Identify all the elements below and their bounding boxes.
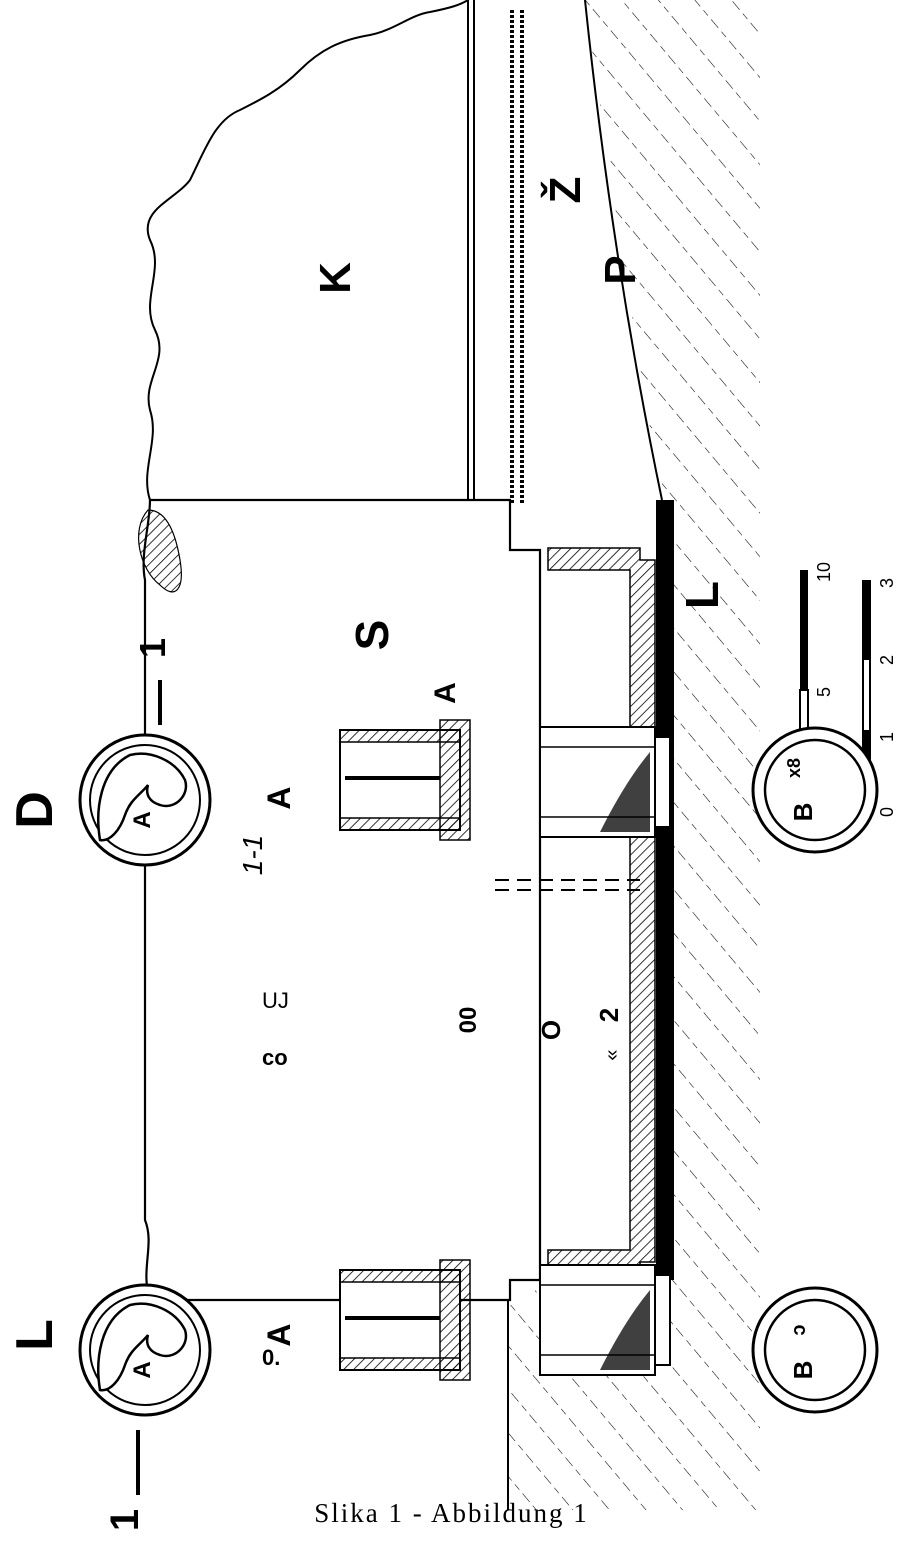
glyph-guillemet: « xyxy=(601,1049,623,1060)
ring-L-top: A xyxy=(78,1283,212,1417)
scale-bar-1-tick-10: 10 xyxy=(814,562,834,582)
ring-B-left-label: B xyxy=(788,1361,818,1380)
label-S: S xyxy=(346,620,398,651)
label-A-section: A xyxy=(429,682,462,704)
glyph-UJ: UJ xyxy=(262,988,289,1013)
socket-A xyxy=(547,547,656,1276)
glyph-0dot: 0. xyxy=(262,1345,280,1370)
cap-left-label: A xyxy=(261,1323,297,1346)
scale-bar-1-tick-5: 5 xyxy=(814,687,834,697)
scale-bar-2-tick-3: 3 xyxy=(877,578,897,588)
section-drawing: K Ž P S A L xyxy=(138,0,760,1510)
ring-B-right-mark: x8 xyxy=(784,758,804,778)
section-mark-top: 1 xyxy=(132,638,173,658)
sub-layer xyxy=(510,10,524,505)
cap-left-section xyxy=(339,1259,471,1381)
post-end-hatch xyxy=(138,509,182,593)
figure-caption: Slika 1 - Abbildung 1 xyxy=(314,1498,589,1528)
base-plate-L xyxy=(656,500,674,1280)
ring-B-right-label: B xyxy=(788,803,818,822)
post-S xyxy=(142,498,542,1302)
scale-bar-2-tick-0: 0 xyxy=(877,807,897,817)
label-K: K xyxy=(311,262,360,294)
glyph-00: 00 xyxy=(455,1007,482,1034)
scale-bar-1-segment-a xyxy=(800,570,808,690)
label-L-view: L xyxy=(6,1319,64,1351)
scale-bar-2-tick-2: 2 xyxy=(877,655,897,665)
ring-D-A: A xyxy=(129,811,156,828)
scale-bar-2: 0 1 2 3 xyxy=(862,578,897,817)
scale-bar-2-gap xyxy=(864,660,869,730)
ring-D-top: A xyxy=(78,733,212,867)
glyph-2: 2 xyxy=(594,1008,624,1022)
cap-right-section xyxy=(339,719,471,841)
ground-hatch xyxy=(508,0,760,1510)
label-P: P xyxy=(596,255,645,284)
section-mark-bottom: 1 xyxy=(103,1509,147,1531)
cap-right-label: A xyxy=(261,786,297,809)
label-L-section: L xyxy=(676,581,728,609)
ground-line xyxy=(584,0,663,501)
ring-B-left-mark: ↄ xyxy=(788,1324,810,1335)
ring-B-right: B x8 xyxy=(751,726,879,854)
cap-left-exterior xyxy=(539,1264,671,1376)
scale-bar-2-tick-1: 1 xyxy=(877,732,897,742)
glyph-co: co xyxy=(262,1045,288,1070)
label-Z: Ž xyxy=(540,177,590,204)
ring-L-A: A xyxy=(129,1361,156,1378)
section-title: 1-1 xyxy=(237,835,268,875)
label-D-view: D xyxy=(6,791,64,829)
glyph-O: O xyxy=(536,1020,566,1040)
ring-B-left: B ↄ xyxy=(751,1286,879,1414)
block-K xyxy=(146,0,469,501)
socket-slot xyxy=(495,879,640,891)
cap-right-exterior xyxy=(539,726,671,838)
